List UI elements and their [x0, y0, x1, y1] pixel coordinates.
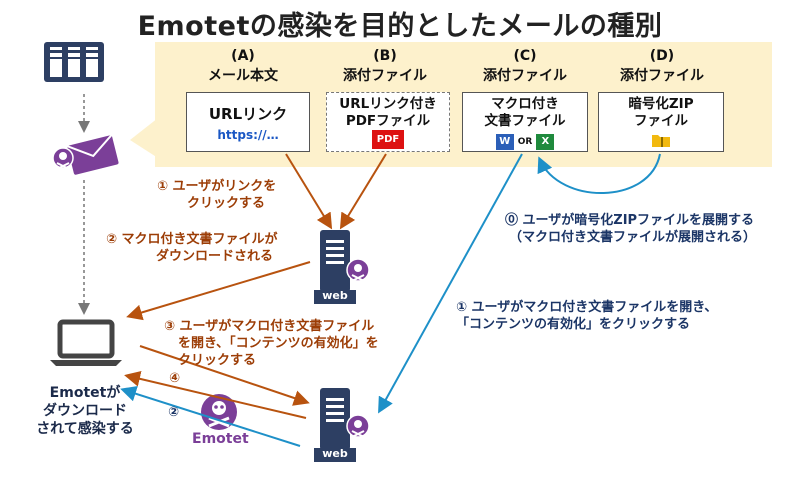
infected-line2: ダウンロード: [43, 403, 127, 419]
step2-download-line1: ② マクロ付き文書ファイルが: [106, 232, 278, 247]
step3-open-line1: ③ ユーザがマクロ付き文書ファイル: [164, 319, 375, 334]
arrow-b-to-web: [339, 153, 387, 230]
zip-folder-icon: [652, 135, 670, 147]
step1-macro-line1: ① ユーザがマクロ付き文書ファイルを開き、: [456, 300, 718, 315]
column-a-header: (A) メール本文: [178, 46, 308, 86]
card-pdf: URLリンク付き PDFファイル PDF: [326, 92, 450, 152]
web-label-2: web: [322, 447, 348, 460]
column-d-header: (D) 添付ファイル: [597, 46, 727, 86]
infected-line3: されて感染する: [36, 421, 134, 437]
step0-zip-line1: ⓪ ユーザが暗号化ZIPファイルを展開する: [505, 213, 755, 228]
web-server-icon-2: [314, 388, 370, 462]
arrow-a-to-web: [285, 153, 333, 230]
step1-link-label: ① ユーザがリンクを クリックする: [157, 178, 276, 212]
column-c-kind: 添付ファイル: [483, 68, 567, 84]
infected-line1: Emotetが: [49, 385, 121, 401]
page-title: Emotetの感染を目的としたメールの種別: [137, 11, 663, 42]
malicious-mail-icon: [52, 134, 119, 175]
word-icon: W: [495, 134, 514, 150]
card-b-line2: PDFファイル: [345, 113, 431, 129]
emotet-skull-icon: [201, 394, 237, 430]
column-c-letter: (C): [513, 48, 537, 64]
step2-download-line2: ダウンロードされる: [156, 249, 274, 264]
card-b-line1: URLリンク付き: [339, 96, 437, 112]
or-text: OR: [517, 137, 533, 147]
card-d-line2: ファイル: [634, 113, 688, 129]
step1-link-line2: クリックする: [187, 196, 266, 211]
column-a-letter: (A): [231, 48, 255, 64]
arrow-macro-to-web: [378, 153, 523, 414]
step1-link-line1: ① ユーザがリンクを: [157, 179, 277, 194]
step0-zip-line2: （マクロ付き文書ファイルが展開される）: [509, 230, 757, 245]
arrow-zip-extract-loop: [537, 153, 661, 194]
panel-callout: [130, 118, 158, 158]
column-d-kind: 添付ファイル: [620, 68, 704, 84]
laptop-icon: [50, 319, 122, 366]
excel-icon: X: [536, 134, 555, 150]
step1-macro-line2: 「コンテンツの有効化」をクリックする: [456, 317, 691, 332]
step2b-label: ②: [168, 405, 180, 420]
card-url-link: URLリンク https://…: [186, 92, 310, 152]
column-c-header: (C) 添付ファイル: [460, 46, 590, 86]
card-c-line1: マクロ付き: [491, 96, 559, 112]
step1-macro-label: ① ユーザがマクロ付き文書ファイルを開き、 「コンテンツの有効化」をクリックする: [456, 299, 717, 333]
card-d-line1: 暗号化ZIP: [628, 96, 694, 112]
url-link-text[interactable]: https://…: [217, 128, 279, 142]
step0-zip-label: ⓪ ユーザが暗号化ZIPファイルを展開する （マクロ付き文書ファイルが展開される…: [505, 212, 756, 246]
column-b-kind: 添付ファイル: [343, 68, 427, 84]
column-b-letter: (B): [373, 48, 397, 64]
infected-label: Emotetが ダウンロード されて感染する: [20, 384, 150, 438]
web-label-1: web: [322, 289, 348, 302]
mail-server-icon: [44, 42, 104, 82]
arrow-web-to-pc-download: [126, 261, 311, 321]
pdf-icon: PDF: [371, 130, 405, 149]
web-server-icon-1: [314, 230, 370, 304]
step3-open-line3: クリックする: [178, 353, 257, 368]
step2-download-label: ② マクロ付き文書ファイルが ダウンロードされる: [106, 231, 278, 265]
emotet-label: Emotet: [192, 431, 249, 447]
column-d-letter: (D): [649, 48, 675, 64]
card-encrypted-zip: 暗号化ZIP ファイル: [598, 92, 724, 152]
step3-open-label: ③ ユーザがマクロ付き文書ファイル を開き、「コンテンツの有効化」を クリックす…: [164, 318, 379, 369]
card-c-line2: 文書ファイル: [484, 113, 566, 129]
column-a-kind: メール本文: [208, 68, 278, 84]
step3-open-line2: を開き、「コンテンツの有効化」を: [178, 336, 379, 351]
step4-label: ④: [169, 371, 181, 386]
arrow-web-to-pc-step2: [120, 386, 301, 447]
card-a-line1: URLリンク: [208, 105, 288, 123]
arrow-web-to-pc-emotet: [124, 370, 307, 419]
column-b-header: (B) 添付ファイル: [320, 46, 450, 86]
arrow-pc-to-web-step4: [139, 345, 310, 406]
